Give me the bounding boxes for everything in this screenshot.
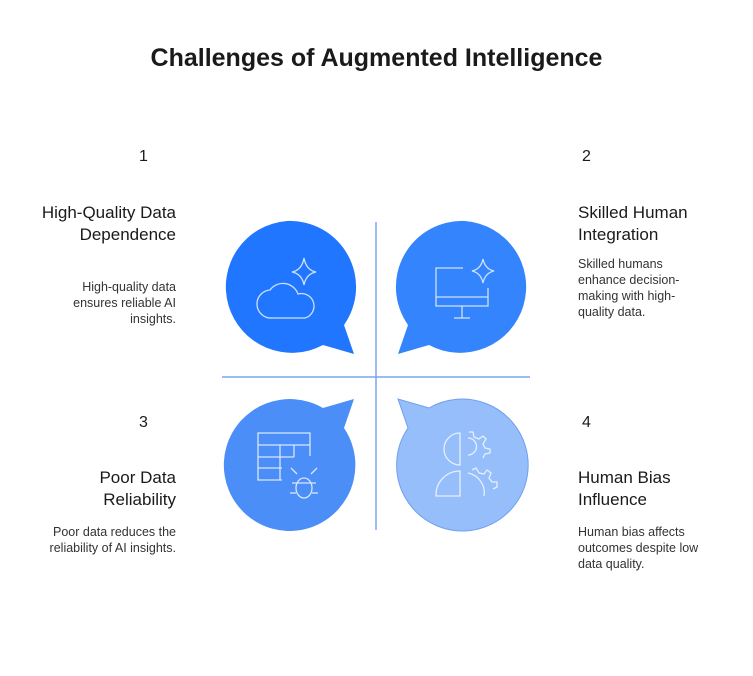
item-1-description: High-quality data ensures reliable AI in… xyxy=(73,280,176,326)
item-2-number: 2 xyxy=(582,148,591,165)
item-2-heading: Skilled Human Integration xyxy=(578,203,688,244)
bubble-1 xyxy=(225,220,357,354)
item-3-description: Poor data reduces the reliability of AI … xyxy=(49,525,176,555)
bubble-2 xyxy=(395,220,527,354)
page-title: Challenges of Augmented Intelligence xyxy=(150,44,603,72)
item-1-heading: High-Quality Data Dependence xyxy=(41,203,176,244)
item-2-description: Skilled humans enhance decision-making w… xyxy=(578,257,680,319)
cloud-sparkle-icon xyxy=(256,257,317,319)
item-3-heading: Poor Data Reliability xyxy=(99,468,176,509)
bubble-4 xyxy=(396,398,529,532)
item-4-number: 4 xyxy=(582,414,591,431)
table-bug-icon xyxy=(257,432,318,499)
item-1-number: 1 xyxy=(139,148,148,165)
monitor-sparkle-icon xyxy=(435,258,495,319)
item-4-heading: Human Bias Influence xyxy=(578,468,671,509)
item-4-description: Human bias affects outcomes despite low … xyxy=(578,525,699,571)
bubble-3 xyxy=(223,399,356,532)
human-gear-icon xyxy=(435,431,498,497)
item-3-number: 3 xyxy=(139,414,148,431)
